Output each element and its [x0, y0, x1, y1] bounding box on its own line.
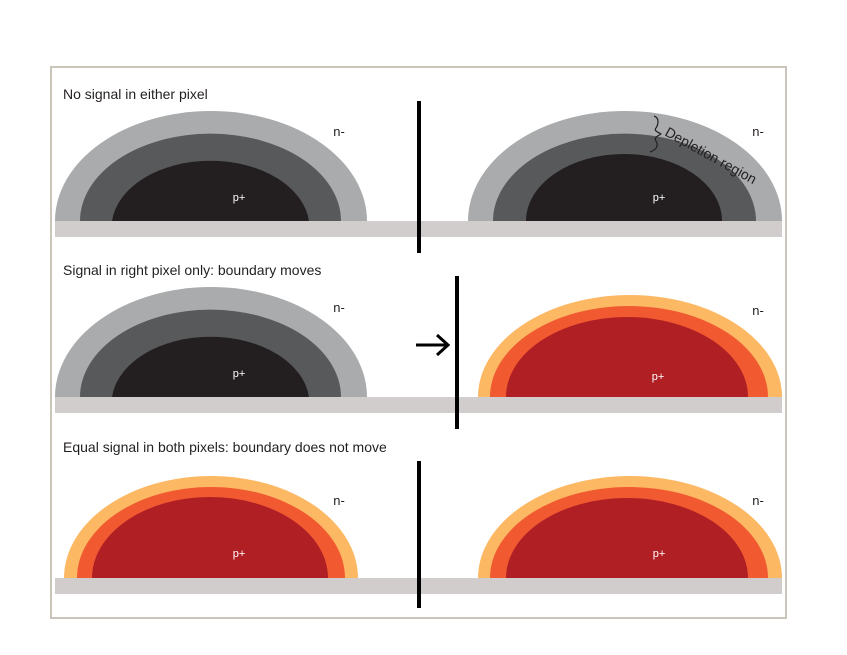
n-minus-label: n- [333, 124, 345, 139]
p-plus-region [112, 336, 309, 397]
pixel-boundary [417, 101, 421, 253]
left-pixel: p+ n- [64, 476, 358, 578]
row-title-no-signal: No signal in either pixel [63, 86, 208, 102]
right-pixel: p+ n- Depletion region [468, 111, 782, 221]
p-plus-label: p+ [233, 368, 246, 380]
row-equal-signal: p+ n- p+ n- [55, 461, 782, 608]
pixel-boundary [417, 461, 421, 608]
depletion-brace-icon [649, 115, 662, 153]
p-plus-label: p+ [653, 548, 666, 560]
substrate [55, 397, 782, 413]
p-plus-region [506, 498, 748, 578]
left-pixel: p+ n- [55, 287, 367, 397]
row-no-signal: p+ n- p+ n- Depletion region [55, 101, 782, 253]
p-plus-region [526, 154, 722, 221]
p-plus-region [112, 160, 309, 221]
p-plus-label: p+ [233, 192, 246, 204]
n-minus-label: n- [333, 493, 345, 508]
p-plus-region [92, 497, 328, 578]
right-pixel: p+ n- [478, 476, 782, 578]
n-minus-label: n- [752, 493, 764, 508]
p-plus-region [506, 317, 748, 397]
p-plus-label: p+ [652, 371, 665, 383]
arrow-right-icon [416, 333, 451, 357]
n-minus-label: n- [752, 303, 764, 318]
row-title-right-signal: Signal in right pixel only: boundary mov… [63, 262, 322, 278]
p-plus-label: p+ [233, 548, 246, 560]
row-title-equal-signal: Equal signal in both pixels: boundary do… [63, 439, 387, 455]
row-right-signal: p+ n- p+ n- [55, 276, 782, 429]
left-pixel: p+ n- [55, 111, 367, 221]
p-plus-label: p+ [653, 192, 666, 204]
right-pixel: p+ n- [478, 295, 782, 397]
n-minus-label: n- [333, 300, 345, 315]
n-minus-label: n- [752, 124, 764, 139]
pixel-boundary-shifted [455, 276, 459, 429]
